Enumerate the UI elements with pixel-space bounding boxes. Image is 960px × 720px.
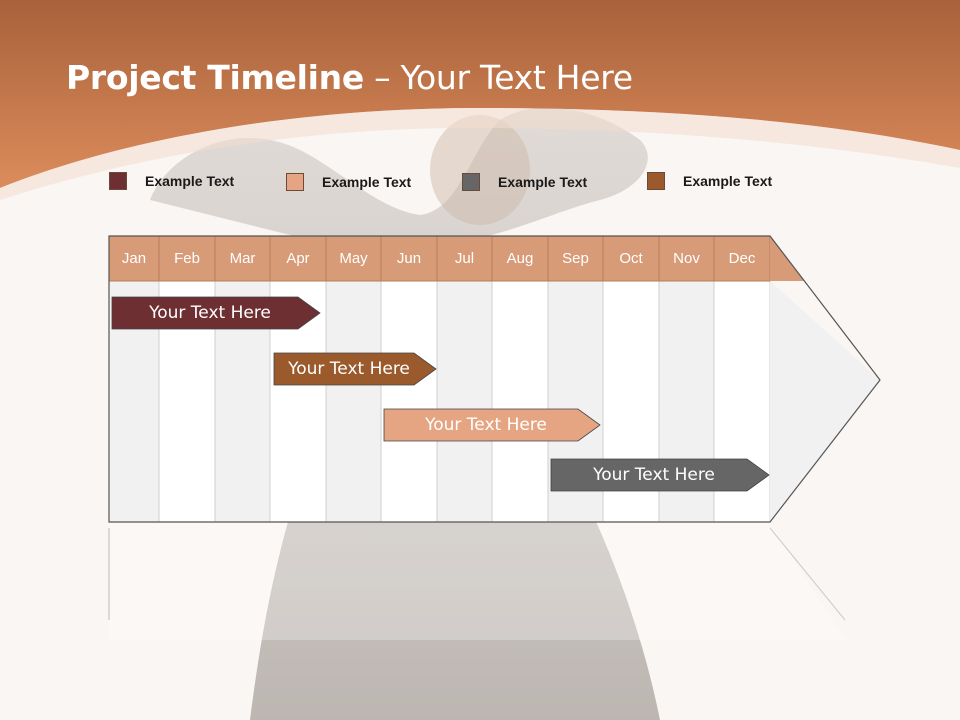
task-bar xyxy=(273,352,437,386)
task-bar-label: Your Text Here xyxy=(288,359,410,379)
month-label: Jan xyxy=(121,250,147,267)
task-bar-label: Your Text Here xyxy=(593,465,715,485)
month-label: Jul xyxy=(454,250,475,267)
task-bar xyxy=(550,458,770,492)
month-label: May xyxy=(339,250,368,267)
header-banner xyxy=(0,0,960,188)
task-bar-label: Your Text Here xyxy=(149,303,271,323)
month-header-cell xyxy=(325,235,382,282)
month-label: Mar xyxy=(229,250,256,267)
reflection-edge xyxy=(769,527,846,621)
month-header-cell xyxy=(547,235,604,282)
month-label: Nov xyxy=(673,250,700,267)
month-label: Feb xyxy=(174,250,200,267)
month-label: Sep xyxy=(562,250,589,267)
timeline-arrow-body xyxy=(770,281,880,522)
month-header-cell xyxy=(214,235,271,282)
month-header-cell xyxy=(658,235,715,282)
legend-label: Example Text xyxy=(145,173,235,189)
legend-label: Example Text xyxy=(322,174,412,190)
page-title: Project Timeline – Your Text Here xyxy=(66,58,633,97)
title-bold: Project Timeline xyxy=(66,58,364,97)
month-header-cell xyxy=(269,235,327,282)
month-header-cell xyxy=(491,235,549,282)
month-label: Oct xyxy=(619,250,643,267)
month-column xyxy=(325,280,382,523)
legend-item: Example Text xyxy=(109,171,234,191)
task-bar-label: Your Text Here xyxy=(425,415,547,435)
month-column xyxy=(380,280,438,523)
legend-swatch xyxy=(109,172,127,190)
month-column xyxy=(491,280,549,523)
month-label: Jun xyxy=(396,250,422,267)
month-header-cell xyxy=(380,235,438,282)
timeline-outline xyxy=(108,235,881,523)
legend-swatch xyxy=(647,172,665,190)
task-bar xyxy=(111,296,321,330)
legend-label: Example Text xyxy=(498,174,588,190)
month-label: Apr xyxy=(286,250,310,267)
timeline-grid xyxy=(108,235,881,640)
month-label: Dec xyxy=(728,250,756,267)
legend-item: Example Text xyxy=(462,172,587,192)
task-bar xyxy=(383,408,601,442)
legend-swatch xyxy=(462,173,480,191)
title-rest: – Your Text Here xyxy=(363,58,633,97)
month-label: Aug xyxy=(506,250,534,267)
month-header-cell xyxy=(713,235,771,282)
month-column xyxy=(436,280,493,523)
legend-item: Example Text xyxy=(647,171,772,191)
grid-reflection xyxy=(109,522,845,640)
legend-item: Example Text xyxy=(286,172,411,192)
legend-label: Example Text xyxy=(683,173,773,189)
legend-swatch xyxy=(286,173,304,191)
